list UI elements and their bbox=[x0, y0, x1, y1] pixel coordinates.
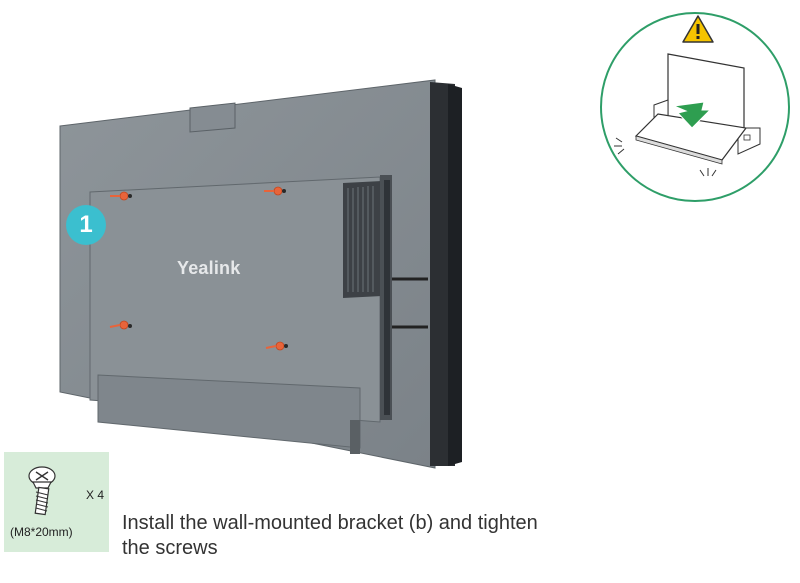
screw-icon bbox=[28, 466, 56, 516]
vent-grille bbox=[343, 181, 382, 298]
display-rear-illustration bbox=[59, 79, 462, 469]
step-number-badge: 1 bbox=[66, 205, 106, 245]
screw-marker bbox=[265, 341, 288, 351]
screw-marker bbox=[264, 186, 286, 196]
screw-kit-box bbox=[4, 452, 109, 552]
screw-marker bbox=[109, 320, 132, 330]
partial-heading bbox=[540, 0, 800, 10]
mounting-plate bbox=[89, 176, 381, 423]
instruction-text: Install the wall-mounted bracket (b) and… bbox=[122, 512, 538, 559]
screw-marker bbox=[110, 191, 132, 201]
brand-logo: Yealink bbox=[177, 258, 241, 278]
screw-quantity: X 4 bbox=[86, 488, 105, 502]
warning-illustration bbox=[600, 12, 790, 202]
screw-size-label: (M8*20mm) bbox=[10, 525, 73, 539]
warning-triangle-icon bbox=[682, 15, 714, 43]
